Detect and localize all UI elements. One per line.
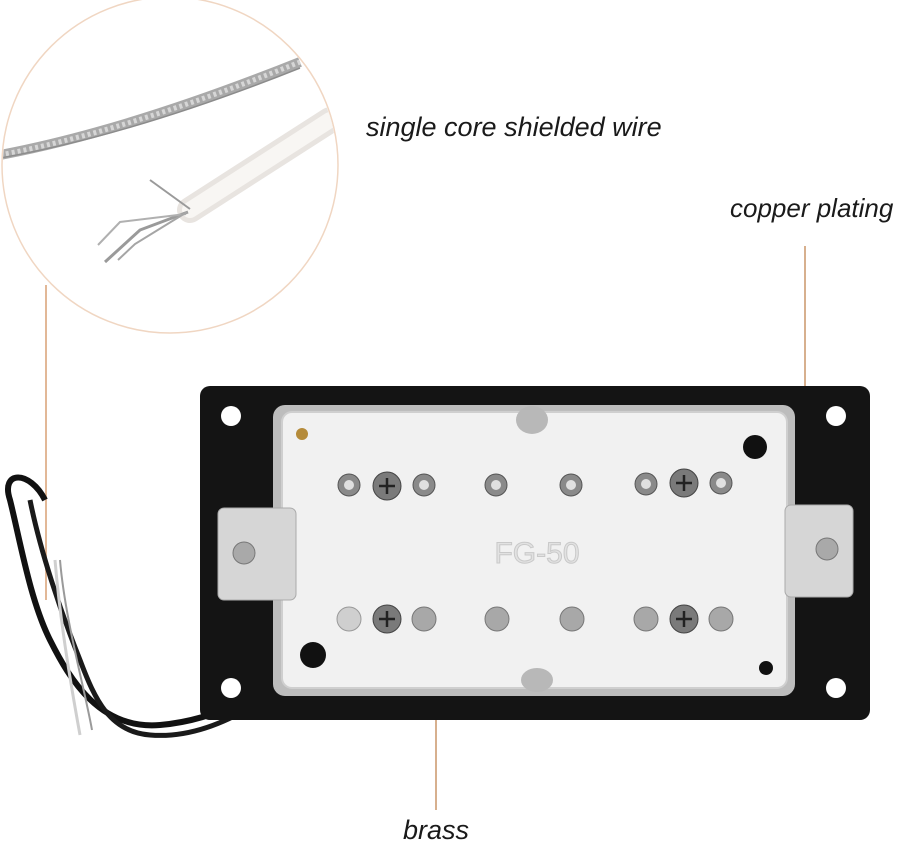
- pickup-model-marking: FG-50: [494, 537, 579, 570]
- mount-hole: [221, 678, 241, 698]
- pole-pieces-top: [337, 468, 733, 501]
- pickup-cover: [217, 405, 854, 696]
- label-single-core-shielded-wire: single core shielded wire: [366, 112, 662, 142]
- mount-hole: [826, 406, 846, 426]
- pole-pieces-bottom: [336, 604, 734, 634]
- mount-hole: [221, 406, 241, 426]
- label-copper-plating: copper plating: [730, 193, 894, 223]
- wire-zoom-inset: [1, 0, 339, 334]
- label-brass: brass: [403, 815, 470, 845]
- mount-hole: [826, 678, 846, 698]
